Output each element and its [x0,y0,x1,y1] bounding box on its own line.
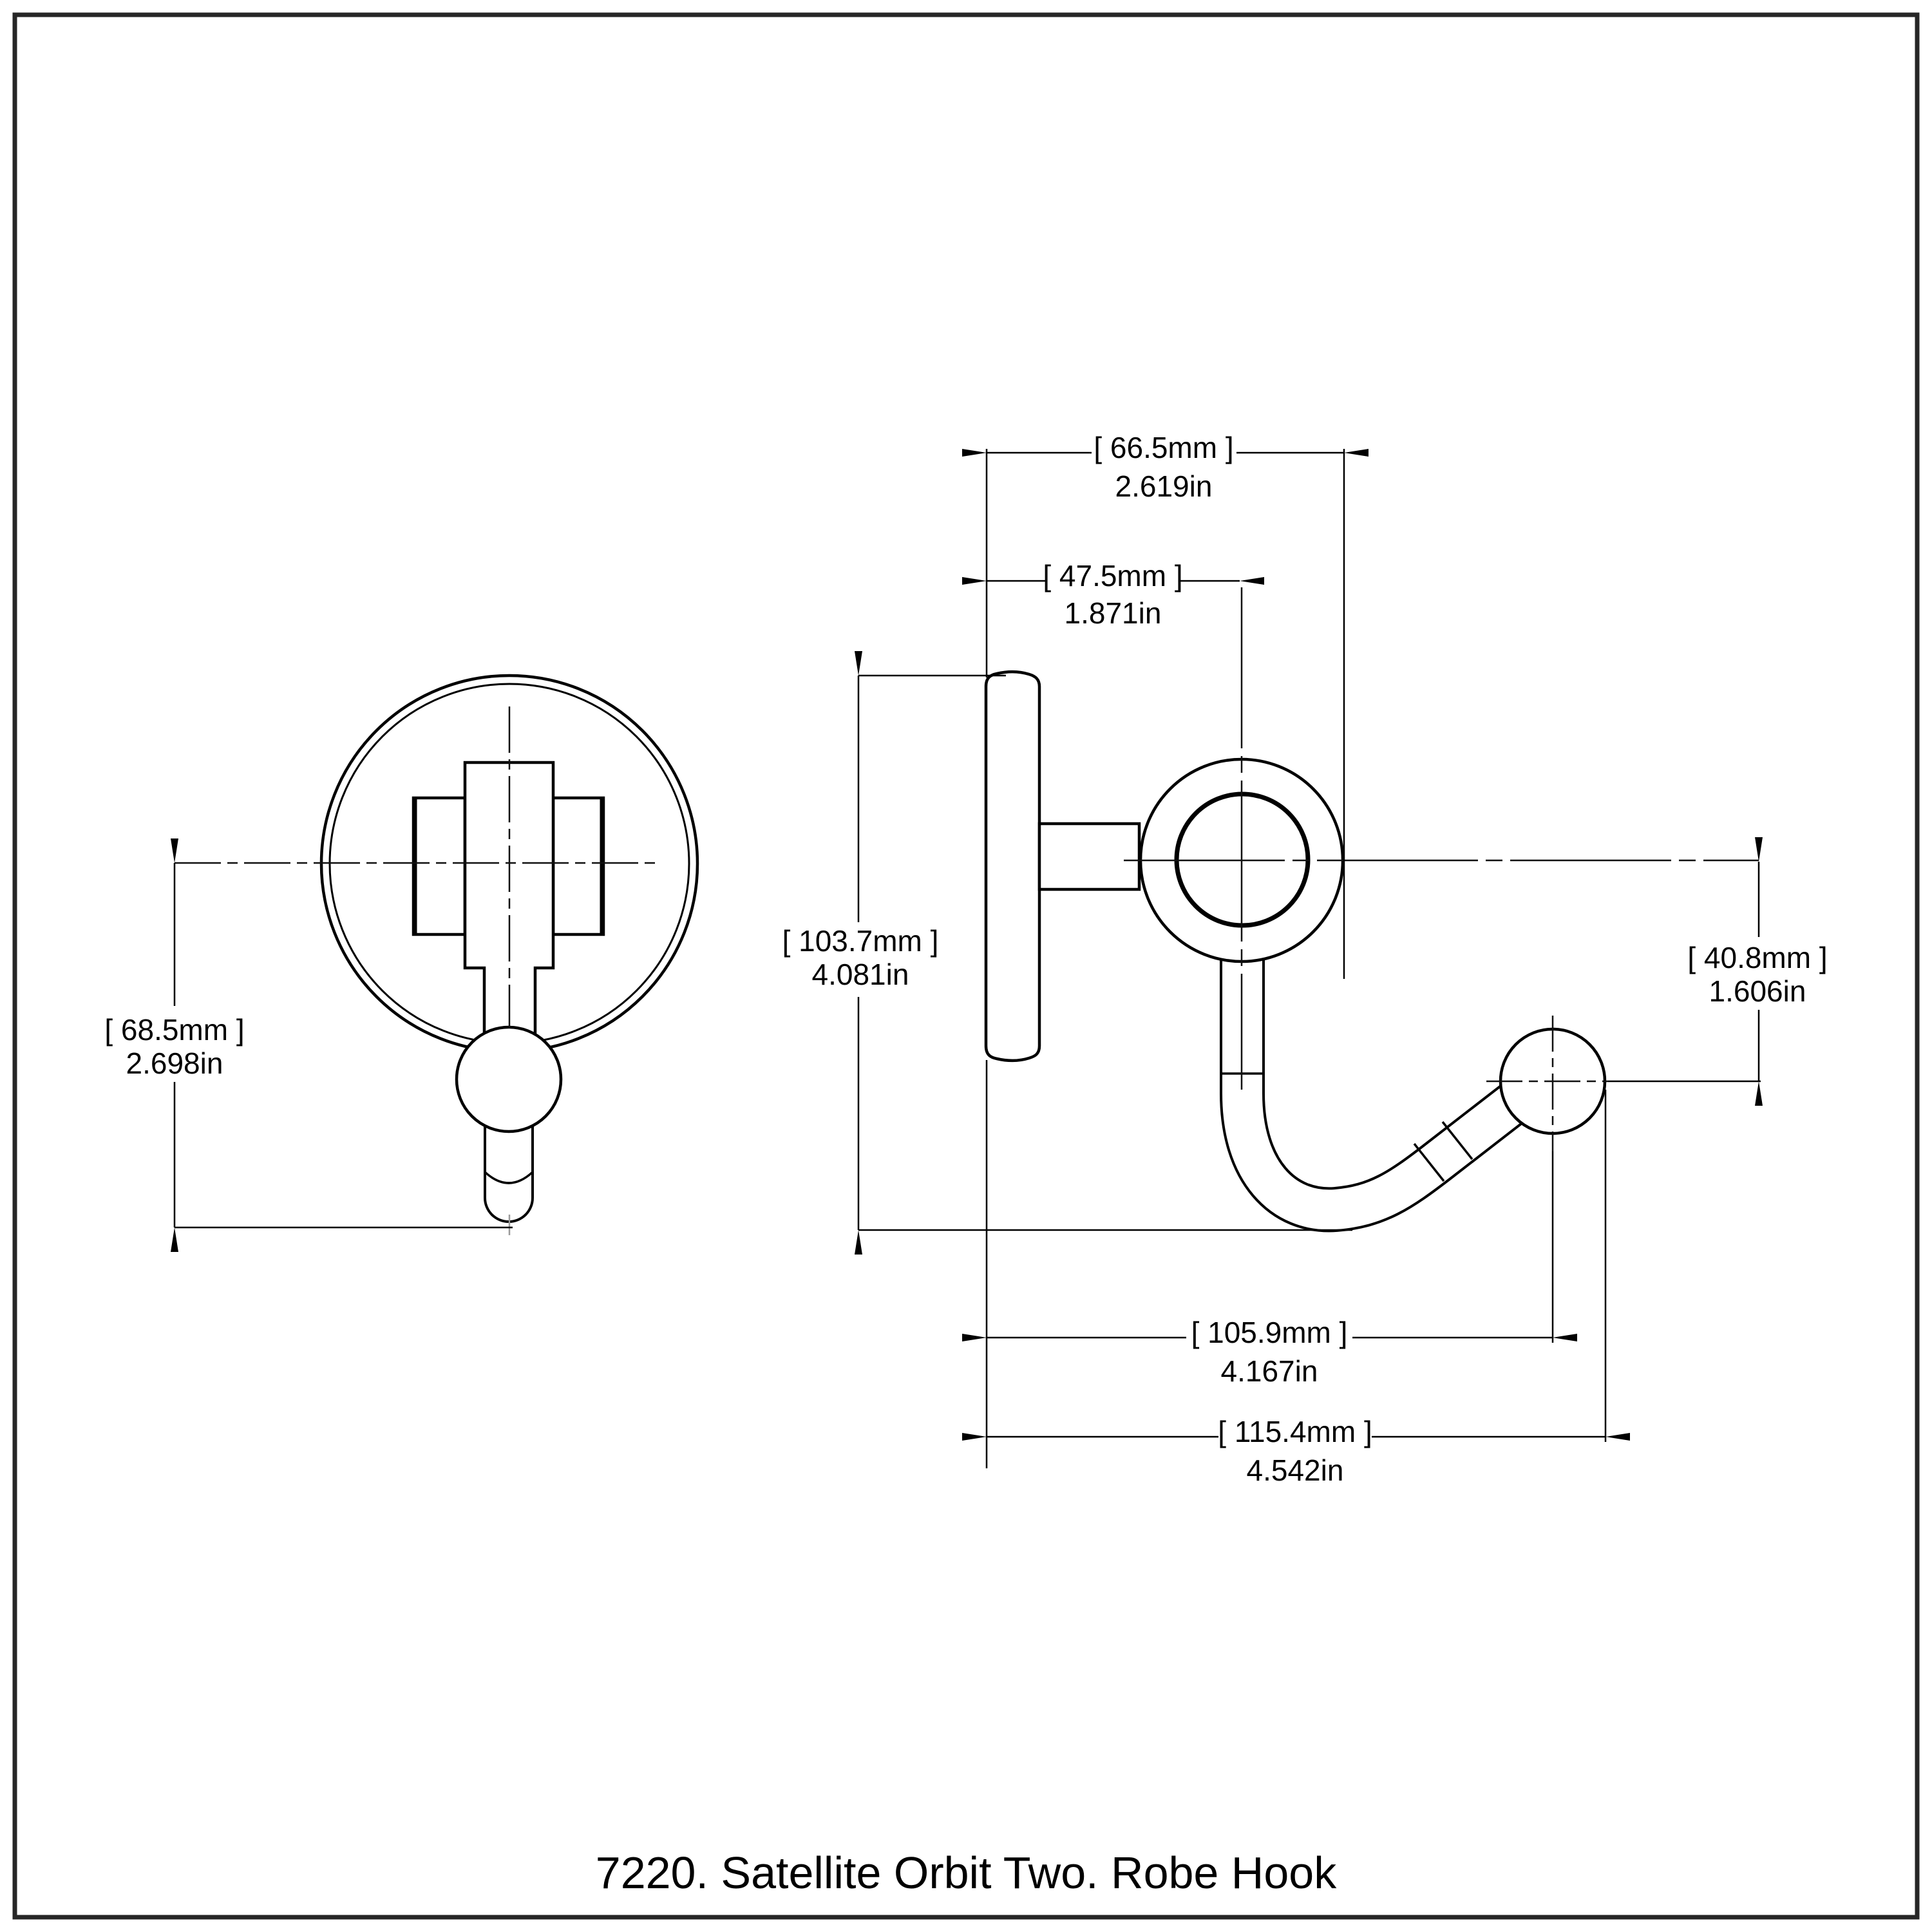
drawing-title: 7220. Satellite Orbit Two. Robe Hook [596,1848,1337,1898]
dim-47-5-in: 1.871in [1065,596,1162,630]
dim-105-9-mm: [ 105.9mm ] [1191,1316,1348,1349]
hook-joint-line-2 [1441,1121,1473,1160]
dim-105-9-in: 4.167in [1221,1354,1318,1388]
dim-103-7-mm: [ 103.7mm ] [782,924,939,958]
dim-40-8-in: 1.606in [1709,974,1806,1008]
side-view [984,587,1759,1233]
dim-115-4-mm: [ 115.4mm ] [1218,1415,1372,1448]
hook-tube-outline [1220,908,1551,1233]
dimension-wall-to-ball-center: [ 105.9mm ] 4.167in [962,1316,1577,1388]
dimension-overall-height: [ 103.7mm ] 4.081in [782,651,939,1255]
dim-115-4-in: 4.542in [1247,1454,1344,1487]
side-post [1037,822,1141,891]
hook-joint-line-1 [1413,1142,1445,1182]
dim-66-5-mm: [ 66.5mm ] [1094,431,1233,464]
right-mount-block [551,796,605,936]
dim-103-7-in: 4.081in [812,958,909,991]
dim-66-5-in: 2.619in [1115,469,1213,503]
dimension-wall-to-ring-center: [ 47.5mm ] 1.871in [962,559,1264,630]
dimension-ring-to-ball-drop: [ 40.8mm ] 1.606in [1687,837,1828,1106]
dim-68-5-in: 2.698in [126,1046,223,1080]
dim-68-5-mm: [ 68.5mm ] [104,1013,244,1046]
dimension-overall-projection: [ 115.4mm ] 4.542in [962,1415,1630,1487]
front-view [175,674,699,1235]
left-mount-block [412,796,467,936]
side-backplate [984,670,1041,1063]
front-stem-curve-line [484,1171,534,1184]
hook-tube-body [1222,911,1549,1230]
dim-47-5-mm: [ 47.5mm ] [1043,559,1182,592]
front-hook-ball [455,1025,563,1133]
dimension-wall-to-ring-outer: [ 66.5mm ] 2.619in [962,431,1368,503]
sheet-border [12,12,1920,1920]
dim-40-8-mm: [ 40.8mm ] [1687,941,1827,974]
dimension-front-center-to-tip: [ 68.5mm ] 2.698in [104,838,245,1252]
extension-lines [175,449,1761,1468]
